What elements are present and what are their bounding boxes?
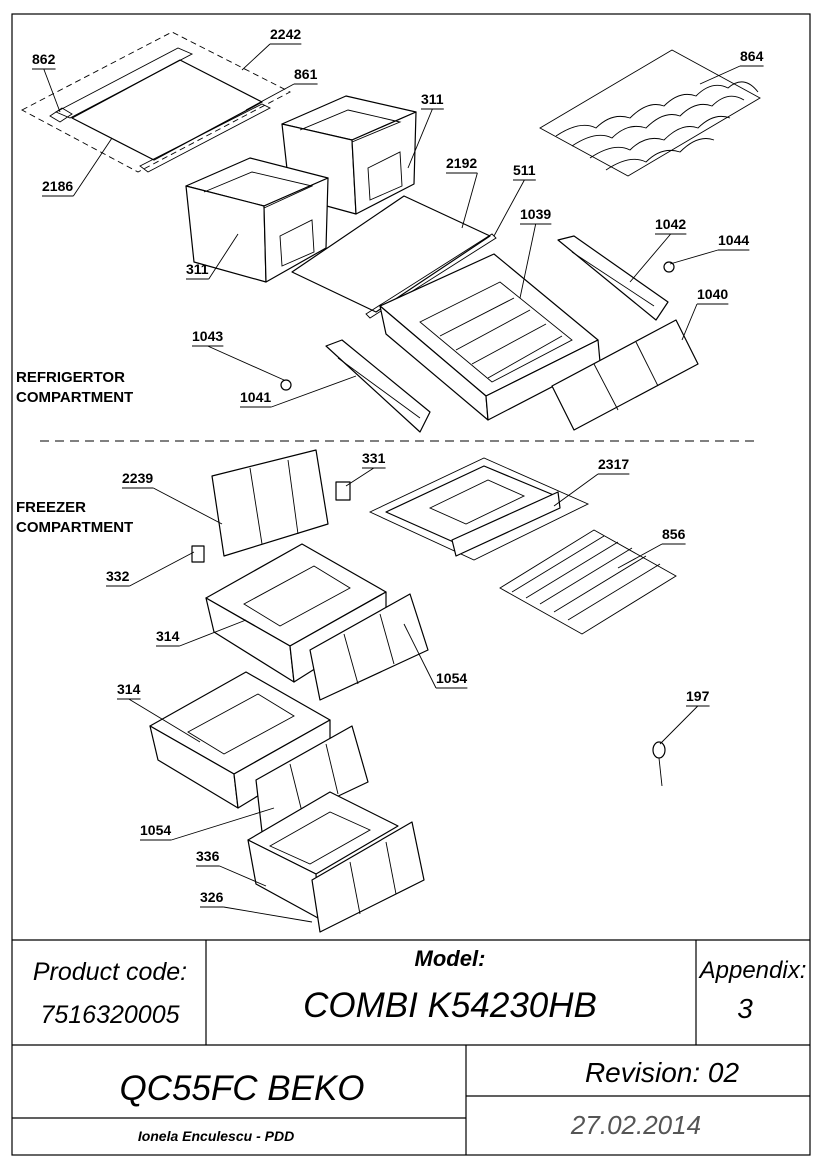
refrigerator-section-line1: REFRIGERTOR: [16, 369, 125, 386]
callout-1041: 1041: [240, 389, 271, 405]
callout-2186: 2186: [42, 178, 73, 194]
callout-331-leader: [345, 467, 375, 487]
callout-1040: 1040: [697, 286, 728, 302]
freezer-drawer-front-middle: [255, 725, 369, 833]
title-block: Product code: 7516320005 Model: COMBI K5…: [12, 939, 810, 1155]
rail-clip-left: [280, 379, 292, 391]
flap-hinge-left: [191, 545, 205, 563]
appendix-label: Appendix:: [698, 957, 807, 984]
drawer-rail-right: [557, 235, 669, 321]
callout-1043-leader: [207, 345, 285, 381]
platform-brand: QC55FC BEKO: [119, 1069, 364, 1108]
callout-1043: 1043: [192, 328, 223, 344]
callout-311-upper-leader: [407, 108, 433, 169]
callout-1044: 1044: [718, 232, 749, 248]
callout-511-leader: [493, 179, 525, 237]
callout-leaders: [32, 43, 764, 923]
callout-2192-leader: [461, 172, 478, 229]
callout-2239: 2239: [122, 470, 153, 486]
freezer-wire-shelf: [499, 529, 677, 635]
callout-314-lower-leader: [128, 698, 201, 743]
callout-861: 861: [294, 66, 318, 82]
callout-856-leader: [617, 543, 663, 569]
callout-1042: 1042: [655, 216, 686, 232]
callout-1039-leader: [519, 223, 537, 299]
callout-2317-leader: [553, 473, 599, 507]
wine-rack: [539, 49, 761, 177]
model-value: COMBI K54230HB: [303, 986, 597, 1025]
freezer-section-line2: COMPARTMENT: [16, 519, 133, 536]
callout-1039: 1039: [520, 206, 551, 222]
date: 27.02.2014: [570, 1110, 701, 1140]
callout-862: 862: [32, 51, 56, 67]
freezer-flap: [211, 449, 329, 557]
callout-314-upper: 314: [156, 628, 180, 644]
callout-311-lower: 311: [186, 261, 209, 277]
refrigerator-section-line2: COMPARTMENT: [16, 389, 133, 406]
product-code-label: Product code:: [33, 958, 187, 986]
callout-511: 511: [513, 162, 536, 178]
callout-331: 331: [362, 450, 386, 466]
callout-2242: 2242: [270, 26, 301, 42]
freezer-section-line1: FREEZER: [16, 499, 86, 516]
callout-326: 326: [200, 889, 224, 905]
callout-1041-leader: [271, 375, 357, 408]
callout-2239-leader: [153, 487, 223, 525]
callout-314-lower: 314: [117, 681, 141, 697]
callout-197: 197: [686, 688, 710, 704]
callout-314-upper-leader: [179, 619, 247, 647]
callout-311-lower-leader: [208, 233, 239, 280]
drawing-frame: [11, 13, 811, 1156]
rail-clip-right: [663, 261, 675, 273]
callout-1042-leader: [629, 233, 672, 283]
callout-332: 332: [106, 568, 130, 584]
callout-2186-leader: [72, 137, 113, 197]
callout-labels: 2242 862 861 311 864 2186 2192 511 1039 …: [32, 26, 764, 905]
appendix-value: 3: [737, 993, 753, 1024]
callout-311-upper: 311: [421, 91, 444, 107]
chiller-drawer: [379, 253, 601, 421]
crisper-cover-glass: [291, 195, 497, 319]
callout-862-leader: [43, 68, 61, 113]
ice-tray: [368, 457, 590, 561]
chiller-drawer-front: [551, 319, 699, 431]
callout-1054-upper: 1054: [436, 670, 467, 686]
crisper-box-lower: [185, 157, 329, 283]
author: Ionela Enculescu - PDD: [138, 1128, 294, 1144]
callout-1054-lower-leader: [171, 807, 275, 841]
revision: Revision: 02: [585, 1057, 740, 1088]
callout-1040-leader: [681, 303, 698, 341]
callout-2242-leader: [241, 43, 271, 71]
callout-864: 864: [740, 48, 764, 64]
thermostat-probe: [652, 741, 666, 787]
callout-856: 856: [662, 526, 686, 542]
callout-1044-leader: [669, 249, 719, 265]
callout-332-leader: [129, 551, 195, 587]
callout-2192: 2192: [446, 155, 477, 171]
product-code-value: 7516320005: [40, 1001, 179, 1029]
callout-336-leader: [219, 865, 267, 887]
callout-1054-lower: 1054: [140, 822, 171, 838]
callout-2317: 2317: [598, 456, 629, 472]
callout-1054-upper-leader: [403, 623, 437, 689]
callout-861-leader: [245, 83, 295, 111]
flap-hinge-right: [335, 481, 351, 501]
callout-336: 336: [196, 848, 220, 864]
drawer-rail-left: [325, 339, 431, 433]
callout-864-leader: [699, 65, 741, 85]
freezer-drawer-front-top: [309, 593, 429, 701]
glass-shelf-assembly: [21, 31, 291, 173]
callout-326-leader: [223, 906, 313, 923]
freezer-drawer-front-bottom: [311, 821, 425, 933]
model-label: Model:: [415, 946, 486, 971]
callout-197-leader: [659, 705, 699, 745]
